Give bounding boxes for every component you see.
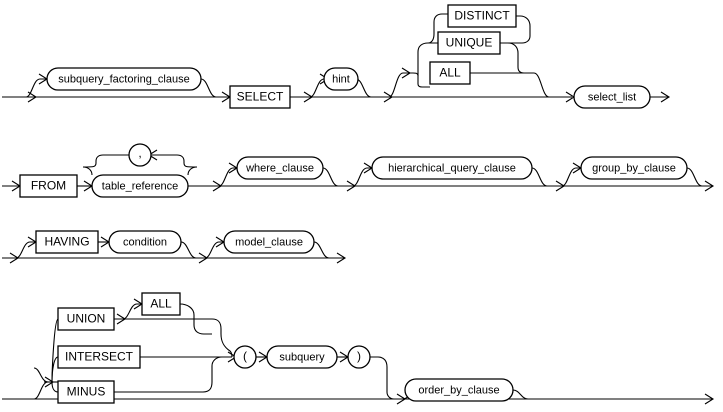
arrowhead-hier-junction [346,180,357,192]
rail-unique-branch-out [500,42,525,74]
rail-subquery-factoring-branch-in [25,78,47,98]
label-left-paren: ( [243,349,247,363]
rail-hier-branch-out [531,167,548,187]
rail-quantifier-riser [388,72,410,98]
label-union-keyword: UNION [67,312,106,326]
label-order-by-clause: order_by_clause [418,384,499,396]
arrowhead-row1-entry [27,91,38,103]
arrowhead-after-select [303,91,314,103]
rail-subquery-factoring-branch-out [200,78,217,98]
row-1-group: subquery_factoring_clause SELECT hint [2,4,671,109]
arrowhead-union-all-junction [116,313,127,325]
label-from-keyword: FROM [31,179,66,193]
label-select-keyword: SELECT [237,90,284,104]
rail-union-all-branch-out [179,303,212,335]
node-hint[interactable] [323,67,359,91]
label-where-clause: where_clause [245,162,314,174]
rail-table-ref-loop-right [151,154,198,176]
label-minus-keyword: MINUS [67,385,106,399]
rail-model-branch-in [204,241,224,259]
rail-having-branch-out [180,241,197,259]
arrowhead-where-junction [212,180,223,192]
rail-minus-out [114,356,232,393]
label-intersect-keyword: INTERSECT [65,350,134,364]
rail-hier-branch-in [352,167,372,187]
rail-table-ref-loop-left [82,154,129,176]
row-2-group: FROM table_reference , where_clause [2,143,715,198]
rail-setop-group-out [370,356,395,400]
row-4-group: UNION ALL INTERSECT MINUS [2,292,715,405]
node-subquery-factoring-clause[interactable] [46,67,202,91]
rail-orderby-branch-out [512,389,529,400]
arrowhead-group-junction [555,180,566,192]
label-hierarchical-query-clause: hierarchical_query_clause [388,162,516,174]
label-hint: hint [332,73,350,85]
arrowhead-setop-riser [44,376,55,388]
rail-having-branch-in [15,241,36,259]
arrowhead-row3-exit [336,252,347,264]
label-subquery: subquery [279,351,325,363]
label-all-keyword: ALL [439,66,461,80]
label-table-reference: table_reference [102,180,178,192]
rail-group-branch-out [686,167,703,187]
rail-setop-riser [33,367,49,400]
rail-group-branch-in [561,167,581,187]
rail-union-all-branch-in [122,303,142,320]
arrowhead-row2-exit [704,180,715,192]
label-subquery-factoring-clause: subquery_factoring_clause [58,73,189,85]
arrowhead-row3-entry [9,252,20,264]
rail-intersect-branch-in [51,356,59,383]
rail-union-merge [211,318,222,334]
rail-model-branch-out [313,241,330,259]
label-model-clause: model_clause [235,236,303,248]
rail-quantifier-merge-out [524,72,550,98]
label-comma-separator: , [138,146,141,160]
label-having-keyword: HAVING [44,235,89,249]
rail-where-branch-in [218,167,237,187]
label-unique-keyword: UNIQUE [446,36,493,50]
rail-all-branch-in [408,72,430,88]
arrowhead-row1-exit [660,91,671,103]
rail-minus-branch-in [51,381,59,393]
label-right-paren: ) [357,349,361,363]
rail-distinct-branch-out [508,15,531,44]
label-condition: condition [123,236,167,248]
rail-distinct-branch-in [427,13,448,44]
label-union-all-keyword: ALL [150,297,172,311]
node-comma-separator[interactable] [128,143,152,167]
label-group-by-clause: group_by_clause [592,162,676,174]
label-distinct-keyword: DISTINCT [454,9,510,23]
label-select-list: select_list [588,91,636,103]
rail-unique-branch-in [417,42,438,76]
row-3-group: HAVING condition model_clause [2,230,347,264]
arrowhead-row1-quantifier-junction [383,91,394,103]
arrowhead-row4-exit [704,393,715,405]
rail-where-branch-out [322,167,339,187]
